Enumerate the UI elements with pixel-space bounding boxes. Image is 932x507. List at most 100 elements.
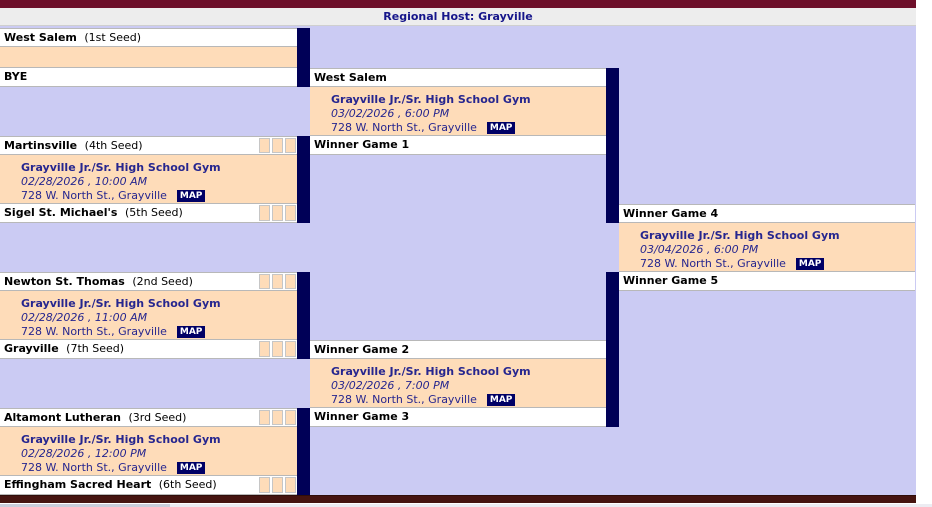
score-cell: [259, 274, 270, 289]
game-info-game1: Grayville Jr./Sr. High School Gym 02/28/…: [0, 155, 297, 204]
score-cell: [272, 477, 283, 493]
winner-row-west-salem: West Salem: [310, 68, 606, 87]
team-name: Winner Game 1: [314, 138, 410, 151]
score-cells: [259, 477, 296, 493]
team-name: Altamont Lutheran: [4, 411, 121, 424]
score-cell: [259, 138, 270, 153]
team-row-newton-st-thomas: Newton St. Thomas (2nd Seed): [0, 272, 297, 291]
regional-host-title: Regional Host: Grayville: [383, 10, 533, 23]
team-name: Sigel St. Michael's: [4, 206, 118, 219]
team-name: Grayville: [4, 342, 59, 355]
score-cell: [285, 410, 296, 425]
venue-name: Grayville Jr./Sr. High School Gym: [21, 433, 221, 446]
score-cell: [272, 410, 283, 425]
score-cell: [285, 205, 296, 221]
map-link[interactable]: MAP: [486, 122, 516, 134]
map-link[interactable]: MAP: [176, 462, 206, 474]
map-link[interactable]: MAP: [486, 394, 516, 406]
map-link[interactable]: MAP: [795, 258, 825, 270]
score-cell: [285, 138, 296, 153]
team-name: Winner Game 4: [623, 207, 719, 220]
team-seed: (6th Seed): [158, 478, 217, 491]
team-row-martinsville: Martinsville (4th Seed): [0, 136, 297, 155]
score-cell: [272, 138, 283, 153]
game-datetime: 03/04/2026 , 6:00 PM: [640, 243, 759, 256]
score-cell: [259, 410, 270, 425]
score-cells: [259, 138, 296, 153]
team-seed: (5th Seed): [124, 206, 183, 219]
winner-row-game1: Winner Game 1: [310, 136, 606, 155]
team-row-effingham-sacred-heart: Effingham Sacred Heart (6th Seed): [0, 476, 297, 495]
winner-row-game3: Winner Game 3: [310, 408, 606, 427]
venue-address: 728 W. North St., Grayville: [331, 121, 477, 134]
team-name: Winner Game 2: [314, 343, 410, 356]
team-name: Winner Game 5: [623, 274, 719, 287]
score-cells: [259, 274, 296, 289]
game-info-final: Grayville Jr./Sr. High School Gym 03/04/…: [619, 223, 915, 272]
venue-address: 728 W. North St., Grayville: [21, 461, 167, 474]
venue-address: 728 W. North St., Grayville: [21, 189, 167, 202]
game-info-game5: Grayville Jr./Sr. High School Gym 03/02/…: [310, 359, 606, 408]
map-link[interactable]: MAP: [176, 326, 206, 338]
bracket-connector: [297, 272, 310, 359]
score-cell: [272, 205, 283, 221]
score-cells: [259, 410, 296, 425]
bye-game-box: [0, 47, 297, 68]
game-datetime: 02/28/2026 , 11:00 AM: [21, 311, 148, 324]
game-info-game3: Grayville Jr./Sr. High School Gym 02/28/…: [0, 427, 297, 476]
venue-name: Grayville Jr./Sr. High School Gym: [21, 161, 221, 174]
score-cell: [272, 274, 283, 289]
bottom-banner: [0, 495, 916, 503]
venue-address-line: 728 W. North St., Grayville MAP: [331, 393, 606, 407]
team-name: BYE: [4, 70, 28, 83]
team-seed: (1st Seed): [84, 31, 141, 44]
game-info-game2: Grayville Jr./Sr. High School Gym 02/28/…: [0, 291, 297, 340]
horizontal-scrollbar-thumb[interactable]: [0, 504, 170, 507]
team-name: Martinsville: [4, 139, 78, 152]
bracket-connector: [606, 272, 619, 427]
team-name: Effingham Sacred Heart: [4, 478, 152, 491]
venue-address-line: 728 W. North St., Grayville MAP: [331, 121, 606, 135]
bracket-connector: [297, 136, 310, 223]
winner-row-game2: Winner Game 2: [310, 340, 606, 359]
venue-address-line: 728 W. North St., Grayville MAP: [640, 257, 915, 271]
bracket-connector: [606, 68, 619, 223]
map-link[interactable]: MAP: [176, 190, 206, 202]
venue-address-line: 728 W. North St., Grayville MAP: [21, 325, 297, 339]
team-row-sigel-st-michaels: Sigel St. Michael's (5th Seed): [0, 204, 297, 223]
team-seed: (7th Seed): [66, 342, 125, 355]
venue-name: Grayville Jr./Sr. High School Gym: [331, 93, 531, 106]
team-name: West Salem: [314, 71, 387, 84]
venue-address-line: 728 W. North St., Grayville MAP: [21, 189, 297, 203]
team-seed: (2nd Seed): [132, 275, 193, 288]
team-row-altamont-lutheran: Altamont Lutheran (3rd Seed): [0, 408, 297, 427]
game-datetime: 02/28/2026 , 10:00 AM: [21, 175, 148, 188]
team-seed: (3rd Seed): [128, 411, 187, 424]
venue-address: 728 W. North St., Grayville: [640, 257, 786, 270]
team-row-west-salem: West Salem (1st Seed): [0, 28, 297, 47]
team-row-grayville: Grayville (7th Seed): [0, 340, 297, 359]
venue-address: 728 W. North St., Grayville: [331, 393, 477, 406]
game-datetime: 03/02/2026 , 7:00 PM: [331, 379, 450, 392]
score-cell: [272, 341, 283, 357]
score-cell: [259, 205, 270, 221]
venue-address: 728 W. North St., Grayville: [21, 325, 167, 338]
team-name: West Salem: [4, 31, 77, 44]
regional-host-header: Regional Host: Grayville: [0, 8, 916, 26]
game-datetime: 03/02/2026 , 6:00 PM: [331, 107, 450, 120]
team-seed: (4th Seed): [84, 139, 143, 152]
score-cell: [259, 341, 270, 357]
team-name: Newton St. Thomas: [4, 275, 125, 288]
score-cell: [285, 477, 296, 493]
bracket-connector: [297, 28, 310, 87]
venue-name: Grayville Jr./Sr. High School Gym: [331, 365, 531, 378]
horizontal-scrollbar-track[interactable]: [0, 503, 932, 507]
score-cells: [259, 205, 296, 221]
bracket-connector: [297, 408, 310, 495]
game-datetime: 02/28/2026 , 12:00 PM: [21, 447, 147, 460]
score-cell: [259, 477, 270, 493]
top-banner: [0, 0, 916, 8]
game-info-game4: Grayville Jr./Sr. High School Gym 03/02/…: [310, 87, 606, 136]
score-cells: [259, 341, 296, 357]
